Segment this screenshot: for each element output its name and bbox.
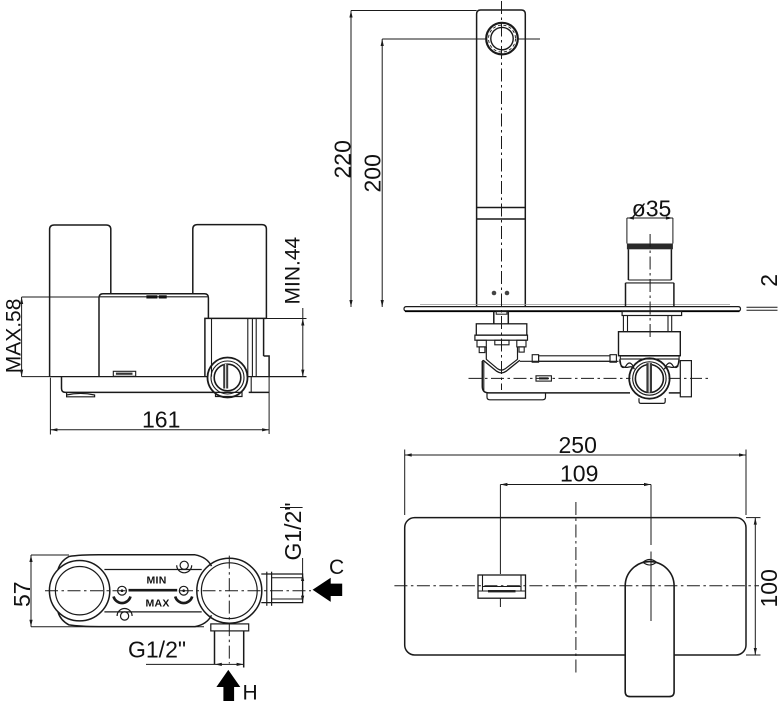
svg-text:220: 220 [329,140,355,178]
svg-text:G1/2": G1/2" [280,502,306,560]
svg-text:250: 250 [559,432,597,458]
svg-text:G1/2": G1/2" [128,637,186,663]
svg-text:MIN.44: MIN.44 [282,236,305,304]
svg-text:MAX: MAX [146,597,170,609]
svg-text:C: C [329,556,344,579]
svg-text:MAX.58: MAX.58 [3,299,26,374]
svg-text:ø35: ø35 [632,196,672,222]
svg-text:57: 57 [9,581,35,607]
svg-text:109: 109 [560,461,598,487]
svg-text:MIN: MIN [147,575,167,587]
svg-text:161: 161 [142,407,180,433]
svg-text:100: 100 [756,569,782,607]
svg-text:H: H [243,682,258,704]
svg-text:200: 200 [359,154,385,192]
svg-text:2: 2 [756,274,782,287]
